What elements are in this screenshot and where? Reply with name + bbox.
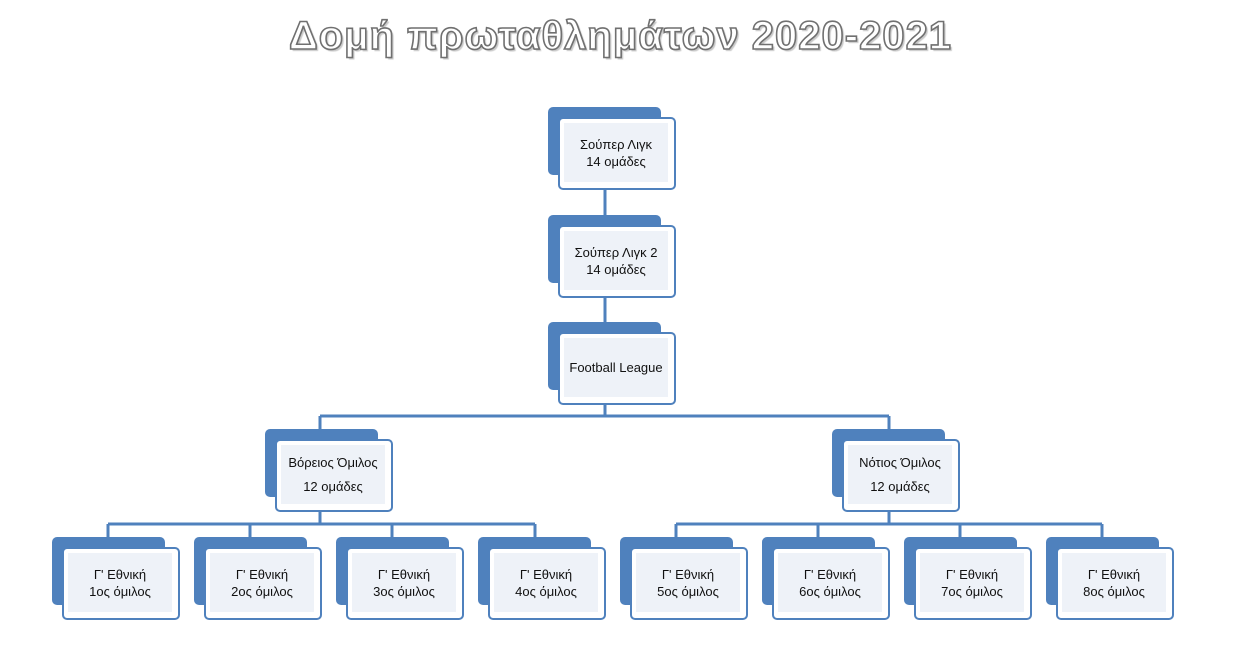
node-label: Football League [569, 360, 663, 375]
node-group: 3ος όμιλος [373, 583, 435, 599]
node-label: Νότιος Όμιλος [859, 454, 941, 470]
node-label: Γ' Εθνική [377, 566, 431, 582]
node-south-group: Νότιος Όμιλος 12 ομάδες [832, 429, 962, 514]
node-teams: 12 ομάδες [303, 478, 363, 494]
node-gamma-group-7: Γ' Εθνική 7ος όμιλος [904, 537, 1034, 622]
node-gamma-group-6: Γ' Εθνική 6ος όμιλος [762, 537, 892, 622]
node-group: 4ος όμιλος [515, 583, 577, 599]
node-label: Γ' Εθνική [803, 566, 857, 582]
node-football-league: Football League [548, 322, 678, 407]
node-group: 5ος όμιλος [657, 583, 719, 599]
node-label: Γ' Εθνική [945, 566, 999, 582]
node-group: 6ος όμιλος [799, 583, 861, 599]
node-group: 1ος όμιλος [89, 583, 151, 599]
node-label: Βόρειος Όμιλος [288, 454, 378, 470]
node-teams: 14 ομάδες [586, 261, 646, 277]
node-north-group: Βόρειος Όμιλος 12 ομάδες [265, 429, 395, 514]
node-gamma-group-3: Γ' Εθνική 3ος όμιλος [336, 537, 466, 622]
node-label: Σούπερ Λιγκ [579, 136, 652, 152]
node-label: Σούπερ Λιγκ 2 [574, 244, 658, 260]
node-label: Γ' Εθνική [235, 566, 289, 582]
node-gamma-group-8: Γ' Εθνική 8ος όμιλος [1046, 537, 1176, 622]
node-gamma-group-2: Γ' Εθνική 2ος όμιλος [194, 537, 324, 622]
diagram-title: Δομή πρωταθλημάτων 2020-2021 [288, 13, 953, 59]
node-gamma-group-1: Γ' Εθνική 1ος όμιλος [52, 537, 182, 622]
node-label: Γ' Εθνική [519, 566, 573, 582]
node-group: 2ος όμιλος [231, 583, 293, 599]
node-label: Γ' Εθνική [1087, 566, 1141, 582]
node-teams: 12 ομάδες [870, 478, 930, 494]
node-super-league-2: Σούπερ Λιγκ 2 14 ομάδες [548, 215, 678, 300]
node-gamma-group-5: Γ' Εθνική 5ος όμιλος [620, 537, 750, 622]
node-group: 8ος όμιλος [1083, 583, 1145, 599]
node-group: 7ος όμιλος [941, 583, 1003, 599]
node-super-league: Σούπερ Λιγκ 14 ομάδες [548, 107, 678, 192]
node-label: Γ' Εθνική [93, 566, 147, 582]
node-label: Γ' Εθνική [661, 566, 715, 582]
node-gamma-group-4: Γ' Εθνική 4ος όμιλος [478, 537, 608, 622]
node-teams: 14 ομάδες [586, 153, 646, 169]
